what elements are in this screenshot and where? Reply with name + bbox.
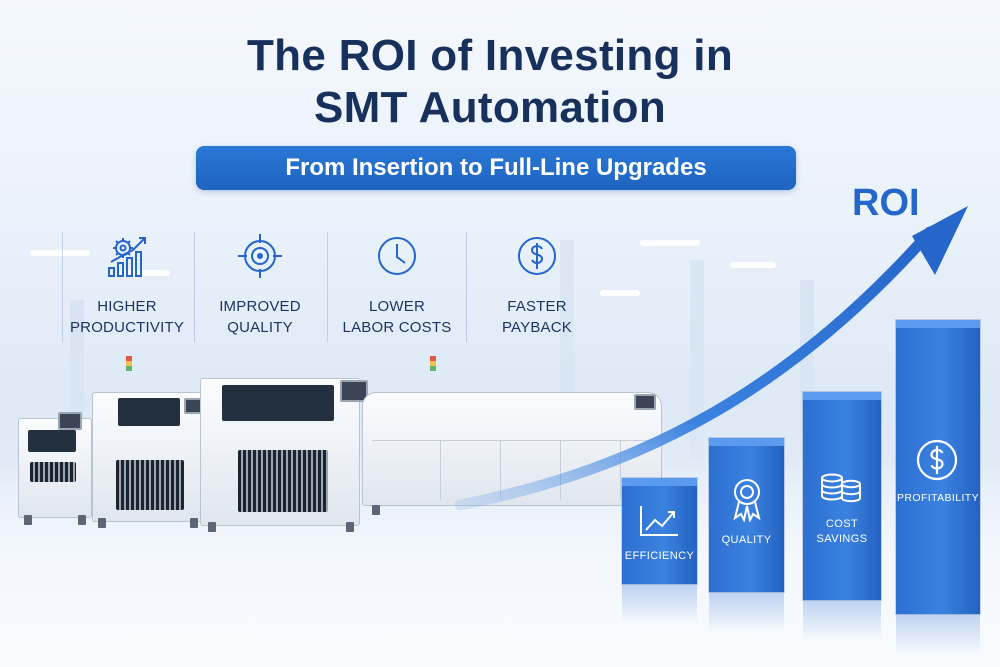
divider bbox=[327, 232, 328, 342]
roi-label: ROI bbox=[852, 182, 920, 224]
benefit-label: LOWER LABOR COSTS bbox=[343, 296, 452, 338]
page-title: The ROI of Investing in SMT Automation bbox=[120, 30, 860, 134]
trend-chart-icon bbox=[640, 506, 678, 536]
benefit-label-line1: IMPROVED bbox=[219, 298, 301, 315]
roi-bar-label-line2: SAVINGS bbox=[816, 533, 868, 545]
roi-bar-label: EFFICIENCY bbox=[624, 550, 695, 562]
coin-stack-icon bbox=[821, 473, 861, 503]
benefit-productivity: HIGHER PRODUCTIVITY bbox=[62, 230, 192, 342]
benefit-label: HIGHER PRODUCTIVITY bbox=[70, 296, 184, 338]
clock-icon bbox=[378, 237, 416, 275]
roi-bar-label-line1: COST bbox=[825, 518, 859, 530]
reflow-oven bbox=[362, 392, 662, 506]
award-medal-icon bbox=[733, 479, 761, 522]
gear-growth-chart-icon bbox=[108, 237, 146, 277]
benefit-label-line2: PRODUCTIVITY bbox=[69, 319, 185, 336]
arrow-head-icon bbox=[912, 206, 968, 275]
subtitle-banner: From Insertion to Full-Line Upgrades bbox=[196, 146, 796, 190]
benefit-labor-costs: LOWER LABOR COSTS bbox=[332, 230, 462, 342]
divider bbox=[466, 232, 467, 342]
divider bbox=[62, 232, 63, 342]
dollar-coin-icon bbox=[916, 439, 958, 481]
dollar-coin-icon bbox=[518, 237, 556, 275]
roi-bar-label: PROFITABILITY bbox=[896, 492, 980, 504]
benefit-label-line2: QUALITY bbox=[227, 319, 293, 336]
roi-bar-label: COST SAVINGS bbox=[803, 517, 881, 547]
subtitle-text: From Insertion to Full-Line Upgrades bbox=[285, 154, 707, 181]
benefit-label-line1: HIGHER bbox=[97, 298, 157, 315]
benefit-label-line1: FASTER bbox=[507, 298, 567, 315]
benefit-label-line2: LABOR COSTS bbox=[342, 319, 452, 336]
title-line-1: The ROI of Investing in bbox=[246, 31, 734, 80]
title-line-2: SMT Automation bbox=[313, 83, 667, 132]
benefit-label-line2: PAYBACK bbox=[501, 319, 573, 336]
benefit-label: FASTER PAYBACK bbox=[502, 296, 572, 338]
divider bbox=[194, 232, 195, 342]
roi-bar-label: QUALITY bbox=[721, 534, 772, 546]
benefit-quality: IMPROVED QUALITY bbox=[195, 230, 325, 342]
target-crosshair-icon bbox=[238, 234, 282, 278]
benefit-payback: FASTER PAYBACK bbox=[472, 230, 602, 342]
benefit-label-line1: LOWER bbox=[368, 298, 425, 315]
benefit-label: IMPROVED QUALITY bbox=[219, 296, 301, 338]
